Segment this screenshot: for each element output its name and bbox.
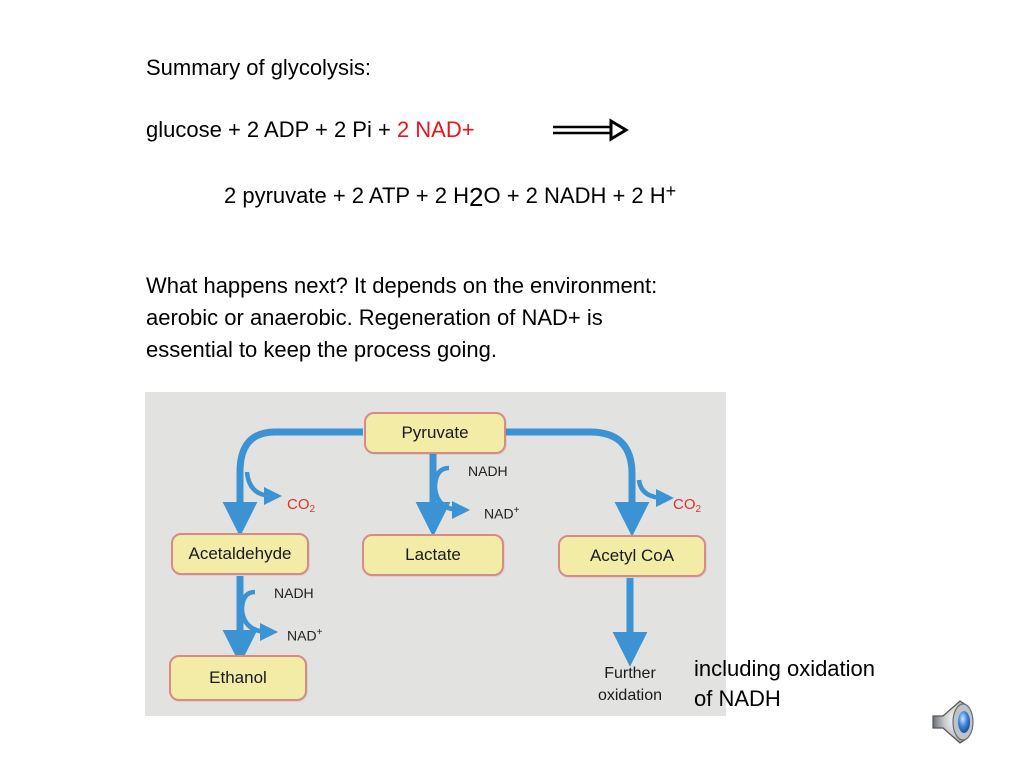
co2-right-label: CO2 — [673, 496, 701, 515]
acetyl-coa-node: Acetyl CoA — [558, 535, 706, 577]
co2-right-subscript: 2 — [695, 504, 702, 515]
fermentation-diagram: Pyruvate Acetaldehyde Lactate Acetyl CoA… — [145, 392, 726, 716]
water-subscript: 2 — [469, 182, 484, 212]
paragraph-line-2: aerobic or anaerobic. Regeneration of NA… — [146, 305, 603, 330]
paragraph-line-1: What happens next? It depends on the env… — [146, 273, 658, 298]
note-line-1: including oxidation — [694, 656, 876, 681]
slide-title: Summary of glycolysis: — [146, 55, 371, 80]
equation-reactants: glucose + 2 ADP + 2 Pi + 2 NAD+ — [146, 119, 475, 141]
co2-right-text: CO — [673, 496, 696, 513]
speaker-icon[interactable] — [930, 696, 978, 748]
nad-highlight: 2 NAD+ — [396, 117, 475, 142]
note-line-2: of NADH — [694, 686, 781, 711]
products-part-b: O + 2 NADH + 2 H — [483, 183, 666, 208]
reaction-arrow-icon — [553, 118, 629, 142]
nad-middle-label: NAD+ — [484, 505, 519, 522]
reactants-text: glucose + 2 ADP + 2 Pi + — [146, 117, 397, 142]
further-line-2: oxidation — [597, 687, 663, 704]
nad-middle-text: NAD — [484, 505, 514, 522]
co2-left-label: CO2 — [287, 496, 315, 515]
co2-left-text: CO — [287, 496, 310, 513]
ethanol-node: Ethanol — [169, 655, 307, 701]
nad-left-superscript: + — [316, 627, 323, 638]
further-line-1: Further — [604, 665, 656, 682]
nadh-left-label: NADH — [274, 585, 314, 601]
nad-middle-superscript: + — [513, 505, 520, 516]
nad-left-label: NAD+ — [287, 627, 322, 644]
pathway-arrows — [222, 428, 674, 667]
pyruvate-node: Pyruvate — [364, 412, 506, 454]
co2-left-subscript: 2 — [309, 504, 316, 515]
nad-left-text: NAD — [287, 627, 317, 644]
proton-superscript: + — [665, 181, 677, 201]
oxidation-note: including oxidation of NADH — [694, 654, 875, 714]
lactate-node: Lactate — [362, 534, 504, 576]
explanation-paragraph: What happens next? It depends on the env… — [146, 270, 657, 366]
products-part-a: 2 pyruvate + 2 ATP + 2 H — [224, 183, 469, 208]
paragraph-line-3: essential to keep the process going. — [146, 337, 498, 362]
further-oxidation-label: Further oxidation — [589, 663, 671, 707]
equation-products: 2 pyruvate + 2 ATP + 2 H2O + 2 NADH + 2 … — [224, 181, 677, 210]
nadh-middle-label: NADH — [468, 463, 508, 479]
acetaldehyde-node: Acetaldehyde — [171, 533, 309, 575]
